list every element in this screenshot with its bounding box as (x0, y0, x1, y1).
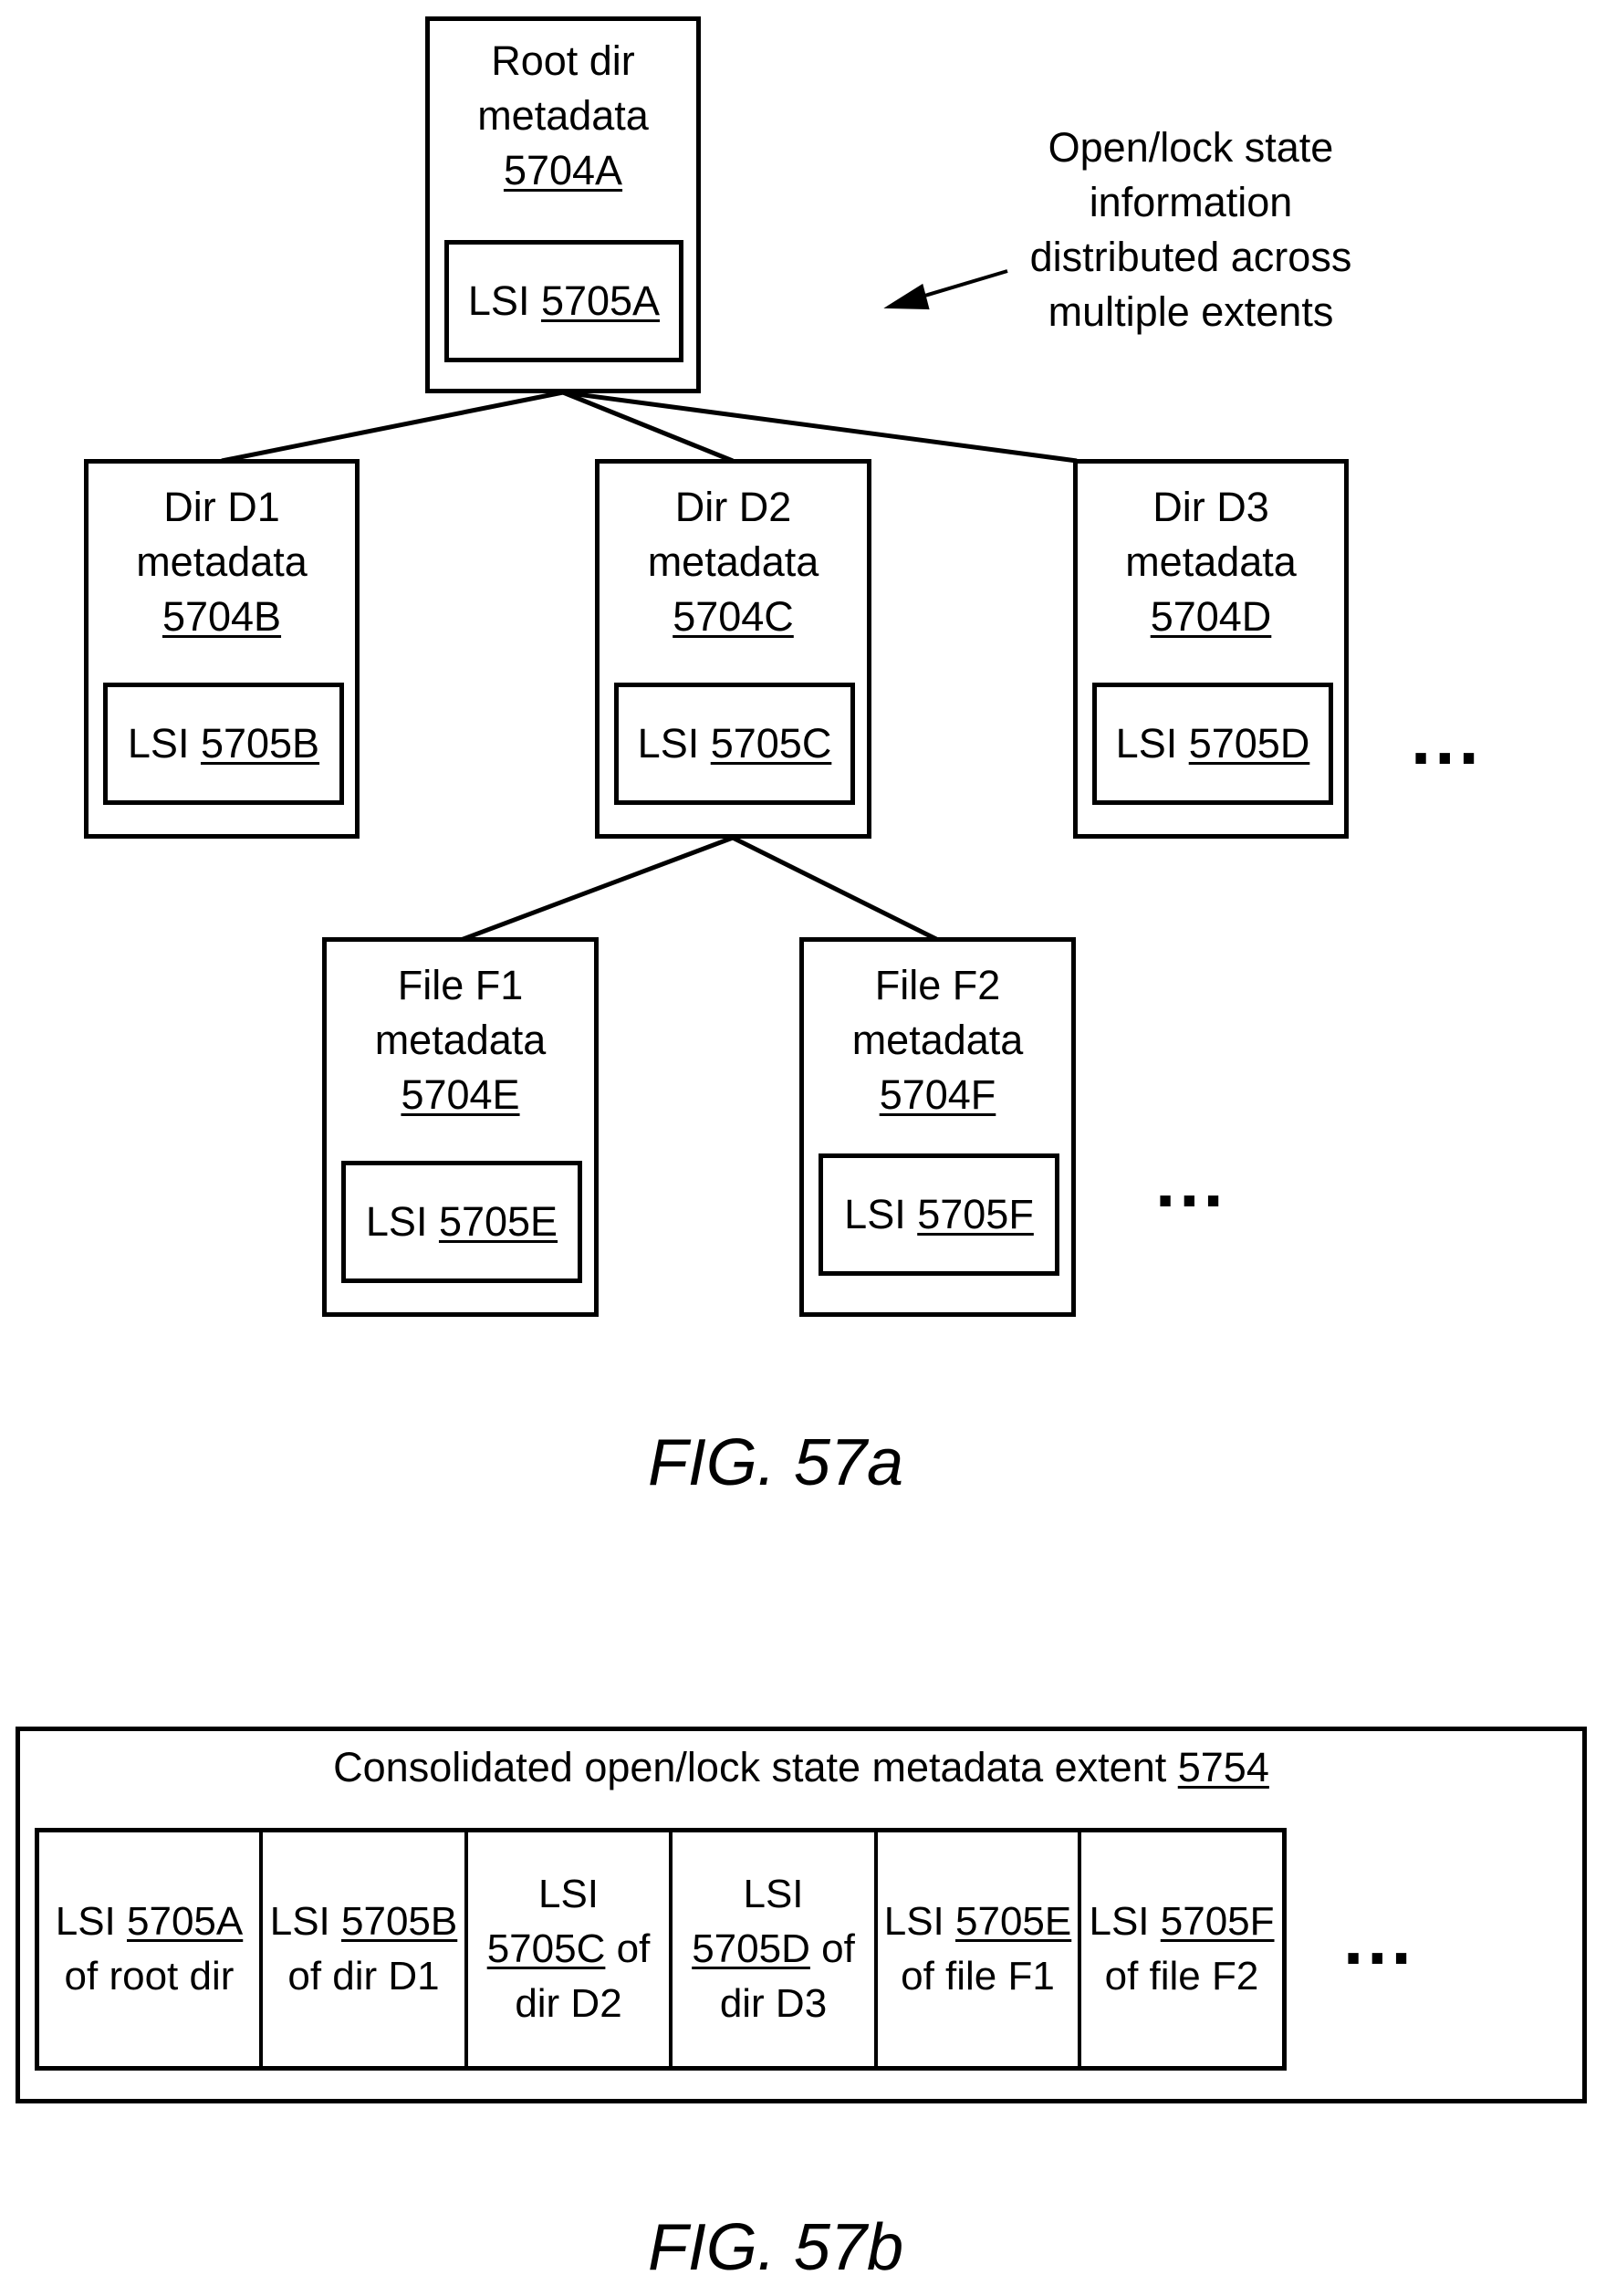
node-title-line2: metadata (600, 535, 867, 590)
lsi-cell-row: LSI 5705A of root dir LSI 5705B of dir D… (35, 1828, 1287, 2071)
note-line: Open/lock state (1013, 120, 1369, 175)
file-f2-node: File F2 metadata 5704F LSI 5705F (799, 937, 1076, 1317)
cell-post: of (605, 1926, 650, 1971)
cell-prefix: LSI (884, 1899, 955, 1944)
lsi-label: LSI (1116, 720, 1189, 767)
node-ref: 5704D (1151, 593, 1272, 640)
cell-prefix: LSI (692, 1867, 855, 1922)
node-title-line2: metadata (804, 1013, 1071, 1068)
lsi-label: LSI (468, 277, 541, 325)
lsi-label: LSI (366, 1198, 439, 1246)
files-ellipsis: ... (1155, 1164, 1227, 1200)
lsi-cell: LSI 5705C of dir D2 (468, 1832, 673, 2066)
note-arrow (890, 271, 1007, 308)
root-dir-node: Root dir metadata 5704A LSI 5705A (425, 16, 701, 393)
cell-line2: dir D2 (487, 1977, 651, 2031)
lsi-box: LSI 5705D (1092, 683, 1333, 805)
lsi-label: LSI (638, 720, 711, 767)
lsi-ref: 5705A (541, 277, 660, 325)
cell-ref: 5705C (487, 1926, 606, 1971)
cell-ref: 5705D (692, 1926, 810, 1971)
extent-title: Consolidated open/lock state metadata ex… (20, 1744, 1582, 1791)
lsi-cell: LSI 5705F of file F2 (1081, 1832, 1282, 2066)
cell-line2: of dir D1 (270, 1949, 458, 2004)
extent-ref: 5754 (1178, 1744, 1269, 1790)
cell-line2: dir D3 (692, 1977, 855, 2031)
node-title-line2: metadata (1078, 535, 1344, 590)
cell-line2: of file F2 (1089, 1949, 1274, 2004)
lsi-box: LSI 5705C (614, 683, 855, 805)
lsi-cell: LSI 5705D of dir D3 (673, 1832, 878, 2066)
node-title-line1: Root dir (430, 34, 696, 89)
edge-d2-f2 (733, 838, 938, 940)
node-title-line2: metadata (327, 1013, 594, 1068)
lsi-ref: 5705C (711, 720, 832, 767)
lsi-cell: LSI 5705A of root dir (39, 1832, 263, 2066)
consolidated-extent: Consolidated open/lock state metadata ex… (16, 1727, 1587, 2103)
extent-title-text: Consolidated open/lock state metadata ex… (333, 1744, 1178, 1790)
node-title-line1: Dir D1 (89, 480, 355, 535)
lsi-ref: 5705E (439, 1198, 558, 1246)
cell-ref: 5705A (127, 1899, 243, 1944)
lsi-label: LSI (844, 1191, 917, 1238)
cell-ref: 5705B (341, 1899, 457, 1944)
node-title-line1: Dir D3 (1078, 480, 1344, 535)
distribution-note: Open/lock state information distributed … (1013, 120, 1369, 339)
cell-prefix: LSI (487, 1867, 651, 1922)
figure-caption-b: FIG. 57b (0, 2210, 1551, 2285)
dirs-ellipsis: ... (1411, 721, 1483, 757)
node-title-line2: metadata (430, 89, 696, 143)
note-line: multiple extents (1013, 285, 1369, 339)
dir-d2-node: Dir D2 metadata 5704C LSI 5705C (595, 459, 871, 839)
node-ref: 5704E (401, 1071, 519, 1118)
cell-prefix: LSI (270, 1899, 341, 1944)
cells-ellipsis: ... (1343, 1921, 1415, 1957)
note-line: information (1013, 175, 1369, 230)
edge-root-d3 (563, 392, 1077, 461)
lsi-box: LSI 5705A (444, 240, 683, 362)
lsi-ref: 5705F (917, 1191, 1034, 1238)
cell-ref: 5705E (955, 1899, 1071, 1944)
node-title-line2: metadata (89, 535, 355, 590)
node-ref: 5704B (162, 593, 281, 640)
lsi-box: LSI 5705E (341, 1161, 582, 1283)
lsi-ref: 5705B (201, 720, 319, 767)
cell-prefix: LSI (56, 1899, 127, 1944)
node-title-line1: File F1 (327, 958, 594, 1013)
cell-line2: of file F1 (884, 1949, 1072, 2004)
cell-post: of (810, 1926, 855, 1971)
lsi-box: LSI 5705F (819, 1153, 1059, 1276)
cell-prefix: LSI (1089, 1899, 1160, 1944)
node-ref: 5704A (504, 147, 622, 193)
cell-ref: 5705F (1161, 1899, 1275, 1944)
edge-root-d1 (222, 392, 563, 461)
node-title-line1: Dir D2 (600, 480, 867, 535)
file-f1-node: File F1 metadata 5704E LSI 5705E (322, 937, 599, 1317)
dir-d1-node: Dir D1 metadata 5704B LSI 5705B (84, 459, 360, 839)
cell-line2: of root dir (56, 1949, 244, 2004)
lsi-box: LSI 5705B (103, 683, 344, 805)
figure-caption-a: FIG. 57a (0, 1425, 1551, 1500)
lsi-label: LSI (128, 720, 201, 767)
dir-d3-node: Dir D3 metadata 5704D LSI 5705D (1073, 459, 1349, 839)
node-ref: 5704C (673, 593, 794, 640)
node-ref: 5704F (880, 1071, 996, 1118)
lsi-cell: LSI 5705E of file F1 (878, 1832, 1081, 2066)
lsi-ref: 5705D (1189, 720, 1310, 767)
node-title-line1: File F2 (804, 958, 1071, 1013)
note-line: distributed across (1013, 230, 1369, 285)
edge-d2-f1 (461, 838, 733, 940)
lsi-cell: LSI 5705B of dir D1 (263, 1832, 468, 2066)
